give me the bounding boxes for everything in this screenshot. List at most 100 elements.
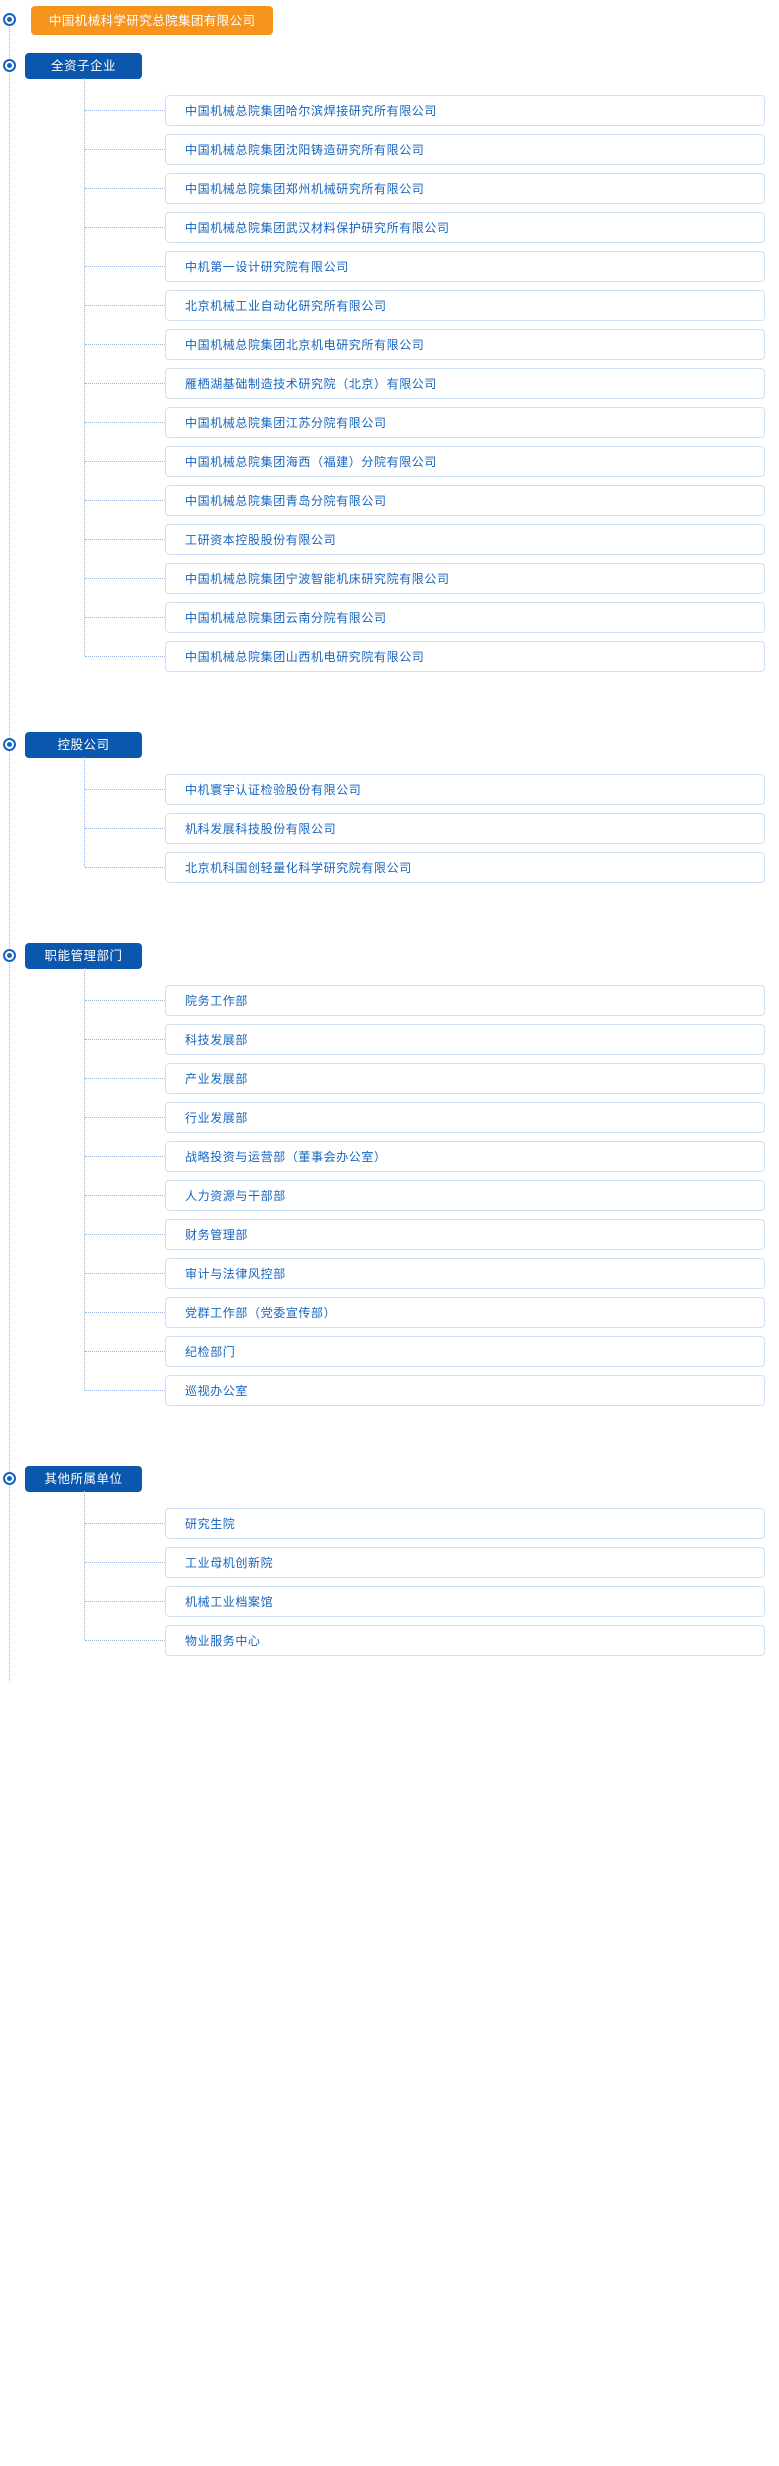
org-unit-box[interactable]: 机科发展科技股份有限公司 [165,813,765,844]
section-spacer [0,909,779,931]
list-item[interactable]: 工业母机创新院 [0,1543,779,1582]
org-unit-label: 中国机械总院集团江苏分院有限公司 [185,416,387,430]
list-item[interactable]: 雁栖湖基础制造技术研究院（北京）有限公司 [0,364,779,403]
list-item[interactable]: 物业服务中心 [0,1621,779,1660]
org-unit-box[interactable]: 审计与法律风控部 [165,1258,765,1289]
org-unit-box[interactable]: 中国机械总院集团沈阳铸造研究所有限公司 [165,134,765,165]
org-unit-label: 中国机械总院集团海西（福建）分院有限公司 [185,455,438,469]
list-item[interactable]: 院务工作部 [0,981,779,1020]
list-item[interactable]: 产业发展部 [0,1059,779,1098]
org-unit-box[interactable]: 战略投资与运营部（董事会办公室） [165,1141,765,1172]
org-unit-box[interactable]: 行业发展部 [165,1102,765,1133]
org-unit-label: 中国机械总院集团宁波智能机床研究院有限公司 [185,572,450,586]
org-unit-box[interactable]: 财务管理部 [165,1219,765,1250]
list-item[interactable]: 战略投资与运营部（董事会办公室） [0,1137,779,1176]
branch-connector-line [84,78,85,656]
org-unit-box[interactable]: 研究生院 [165,1508,765,1539]
org-unit-box[interactable]: 中机第一设计研究院有限公司 [165,251,765,282]
list-item[interactable]: 审计与法律风控部 [0,1254,779,1293]
section-spacer [0,698,779,720]
list-item[interactable]: 中国机械总院集团云南分院有限公司 [0,598,779,637]
org-unit-box[interactable]: 党群工作部（党委宣传部） [165,1297,765,1328]
org-unit-label: 中机寰宇认证检验股份有限公司 [185,783,362,797]
list-item[interactable]: 中国机械总院集团青岛分院有限公司 [0,481,779,520]
list-item[interactable]: 财务管理部 [0,1215,779,1254]
org-unit-box[interactable]: 中国机械总院集团宁波智能机床研究院有限公司 [165,563,765,594]
list-item[interactable]: 中国机械总院集团海西（福建）分院有限公司 [0,442,779,481]
section-children: 中机寰宇认证检验股份有限公司机科发展科技股份有限公司北京机科国创轻量化科学研究院… [0,757,779,909]
section-children: 中国机械总院集团哈尔滨焊接研究所有限公司中国机械总院集团沈阳铸造研究所有限公司中… [0,78,779,698]
org-section: 全资子企业中国机械总院集团哈尔滨焊接研究所有限公司中国机械总院集团沈阳铸造研究所… [0,41,779,698]
section-children: 院务工作部科技发展部产业发展部行业发展部战略投资与运营部（董事会办公室） 人力资源… [0,968,779,1432]
list-item[interactable]: 北京机械工业自动化研究所有限公司 [0,286,779,325]
list-item[interactable]: 中国机械总院集团哈尔滨焊接研究所有限公司 [0,91,779,130]
org-unit-box[interactable]: 纪检部门 [165,1336,765,1367]
org-unit-box[interactable]: 科技发展部 [165,1024,765,1055]
list-item[interactable]: 中机第一设计研究院有限公司 [0,247,779,286]
org-unit-box[interactable]: 中国机械总院集团郑州机械研究所有限公司 [165,173,765,204]
org-unit-box[interactable]: 产业发展部 [165,1063,765,1094]
org-unit-label: 雁栖湖基础制造技术研究院（北京）有限公司 [185,377,438,391]
org-unit-box[interactable]: 物业服务中心 [165,1625,765,1656]
list-item[interactable]: 机械工业档案馆 [0,1582,779,1621]
org-unit-box[interactable]: 中国机械总院集团山西机电研究院有限公司 [165,641,765,672]
list-item[interactable]: 中国机械总院集团郑州机械研究所有限公司 [0,169,779,208]
list-item[interactable]: 中国机械总院集团宁波智能机床研究院有限公司 [0,559,779,598]
list-item[interactable]: 科技发展部 [0,1020,779,1059]
section-title-3[interactable]: 职能管理部门 [25,943,142,969]
list-item[interactable]: 北京机科国创轻量化科学研究院有限公司 [0,848,779,887]
list-item[interactable]: 研究生院 [0,1504,779,1543]
org-unit-label: 院务工作部 [185,994,249,1008]
org-unit-box[interactable]: 中国机械总院集团哈尔滨焊接研究所有限公司 [165,95,765,126]
list-item[interactable]: 人力资源与干部部 [0,1176,779,1215]
section-header-row: 全资子企业 [0,41,779,91]
list-item[interactable]: 纪检部门 [0,1332,779,1371]
org-unit-label: 中国机械总院集团武汉材料保护研究所有限公司 [185,221,450,235]
section-title-4[interactable]: 其他所属单位 [25,1466,142,1492]
org-unit-label: 巡视办公室 [185,1384,249,1398]
list-item[interactable]: 机科发展科技股份有限公司 [0,809,779,848]
list-item[interactable]: 中国机械总院集团山西机电研究院有限公司 [0,637,779,676]
org-unit-box[interactable]: 中国机械总院集团武汉材料保护研究所有限公司 [165,212,765,243]
list-item[interactable]: 工研资本控股股份有限公司 [0,520,779,559]
org-unit-box[interactable]: 人力资源与干部部 [165,1180,765,1211]
list-item[interactable]: 中国机械总院集团武汉材料保护研究所有限公司 [0,208,779,247]
section-title-1[interactable]: 全资子企业 [25,53,142,79]
org-chart: 中国机械科学研究总院集团有限公司 全资子企业中国机械总院集团哈尔滨焊接研究所有限… [0,6,779,1682]
list-item[interactable]: 中机寰宇认证检验股份有限公司 [0,770,779,809]
org-unit-box[interactable]: 巡视办公室 [165,1375,765,1406]
org-unit-label: 机械工业档案馆 [185,1595,274,1609]
org-unit-label: 中国机械总院集团云南分院有限公司 [185,611,387,625]
list-item[interactable]: 党群工作部（党委宣传部） [0,1293,779,1332]
org-unit-box[interactable]: 中国机械总院集团江苏分院有限公司 [165,407,765,438]
org-unit-label: 工业母机创新院 [185,1556,274,1570]
section-title-2[interactable]: 控股公司 [25,732,142,758]
org-unit-box[interactable]: 雁栖湖基础制造技术研究院（北京）有限公司 [165,368,765,399]
org-unit-label: 科技发展部 [185,1033,249,1047]
org-unit-box[interactable]: 中国机械总院集团云南分院有限公司 [165,602,765,633]
org-unit-box[interactable]: 北京机科国创轻量化科学研究院有限公司 [165,852,765,883]
list-item[interactable]: 中国机械总院集团北京机电研究所有限公司 [0,325,779,364]
list-item[interactable]: 行业发展部 [0,1098,779,1137]
main-connector-line [9,18,10,1682]
section-spacer [0,1432,779,1454]
org-unit-box[interactable]: 中国机械总院集团北京机电研究所有限公司 [165,329,765,360]
org-section: 控股公司中机寰宇认证检验股份有限公司机科发展科技股份有限公司北京机科国创轻量化科… [0,720,779,909]
org-unit-label: 中国机械总院集团沈阳铸造研究所有限公司 [185,143,425,157]
org-unit-label: 物业服务中心 [185,1634,261,1648]
branch-connector-line [84,1491,85,1640]
org-unit-box[interactable]: 工业母机创新院 [165,1547,765,1578]
list-item[interactable]: 中国机械总院集团江苏分院有限公司 [0,403,779,442]
org-unit-box[interactable]: 院务工作部 [165,985,765,1016]
list-item[interactable]: 中国机械总院集团沈阳铸造研究所有限公司 [0,130,779,169]
org-unit-box[interactable]: 工研资本控股股份有限公司 [165,524,765,555]
org-unit-box[interactable]: 中机寰宇认证检验股份有限公司 [165,774,765,805]
org-unit-box[interactable]: 中国机械总院集团海西（福建）分院有限公司 [165,446,765,477]
node-dot-icon [3,1472,16,1485]
org-unit-box[interactable]: 机械工业档案馆 [165,1586,765,1617]
org-unit-box[interactable]: 中国机械总院集团青岛分院有限公司 [165,485,765,516]
org-unit-label: 纪检部门 [185,1345,236,1359]
org-unit-box[interactable]: 北京机械工业自动化研究所有限公司 [165,290,765,321]
root-organization-node[interactable]: 中国机械科学研究总院集团有限公司 [31,6,274,35]
list-item[interactable]: 巡视办公室 [0,1371,779,1410]
